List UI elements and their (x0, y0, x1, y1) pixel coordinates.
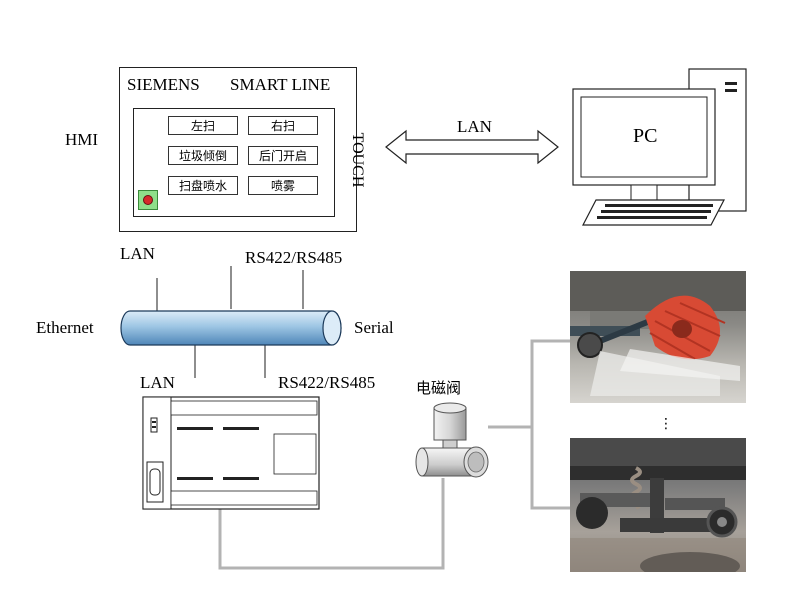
hmi-button-left-sweep[interactable]: 左扫 (168, 116, 238, 135)
bus-left-label: Ethernet (36, 318, 94, 337)
bus-right-label: Serial (354, 318, 394, 337)
hmi-touch-label: TOUCH (349, 132, 366, 188)
sweeper-brush-spray-photo (570, 271, 746, 403)
bus-top-left-label: LAN (120, 244, 155, 263)
sweeper-undercarriage-photo (570, 438, 746, 572)
red-indicator-icon (143, 195, 153, 205)
hmi-button-right-sweep[interactable]: 右扫 (248, 116, 318, 135)
plc-device (142, 396, 320, 510)
valve-label: 电磁阀 (416, 379, 462, 397)
hmi-button-dump[interactable]: 垃圾倾倒 (168, 146, 238, 165)
bus-top-right-label: RS422/RS485 (245, 248, 343, 267)
hmi-panel: SIEMENS SMART LINE 左扫 右扫 垃圾倾倒 后门开启 扫盘喷水 … (119, 67, 357, 232)
hmi-pc-link-label: LAN (457, 117, 492, 136)
hmi-indicator-button[interactable] (138, 190, 158, 210)
hmi-button-rear-door[interactable]: 后门开启 (248, 146, 318, 165)
pc-label: PC (633, 125, 658, 147)
hmi-button-mist[interactable]: 喷雾 (248, 176, 318, 195)
hmi-label: HMI (65, 130, 99, 149)
hmi-model: SMART LINE (230, 75, 331, 94)
bus-bottom-left-label: LAN (140, 373, 175, 392)
hmi-button-brush-spray[interactable]: 扫盘喷水 (168, 176, 238, 195)
network-bus-cylinder (120, 310, 342, 346)
pc-icon (572, 68, 747, 226)
hmi-brand: SIEMENS (127, 75, 200, 94)
photos-ellipsis: ⋮ (659, 416, 673, 432)
hmi-screen: 左扫 右扫 垃圾倾倒 后门开启 扫盘喷水 喷雾 (133, 108, 335, 217)
double-arrow-icon (385, 129, 559, 165)
solenoid-valve-icon (415, 402, 489, 478)
bus-bottom-right-label: RS422/RS485 (278, 373, 376, 392)
